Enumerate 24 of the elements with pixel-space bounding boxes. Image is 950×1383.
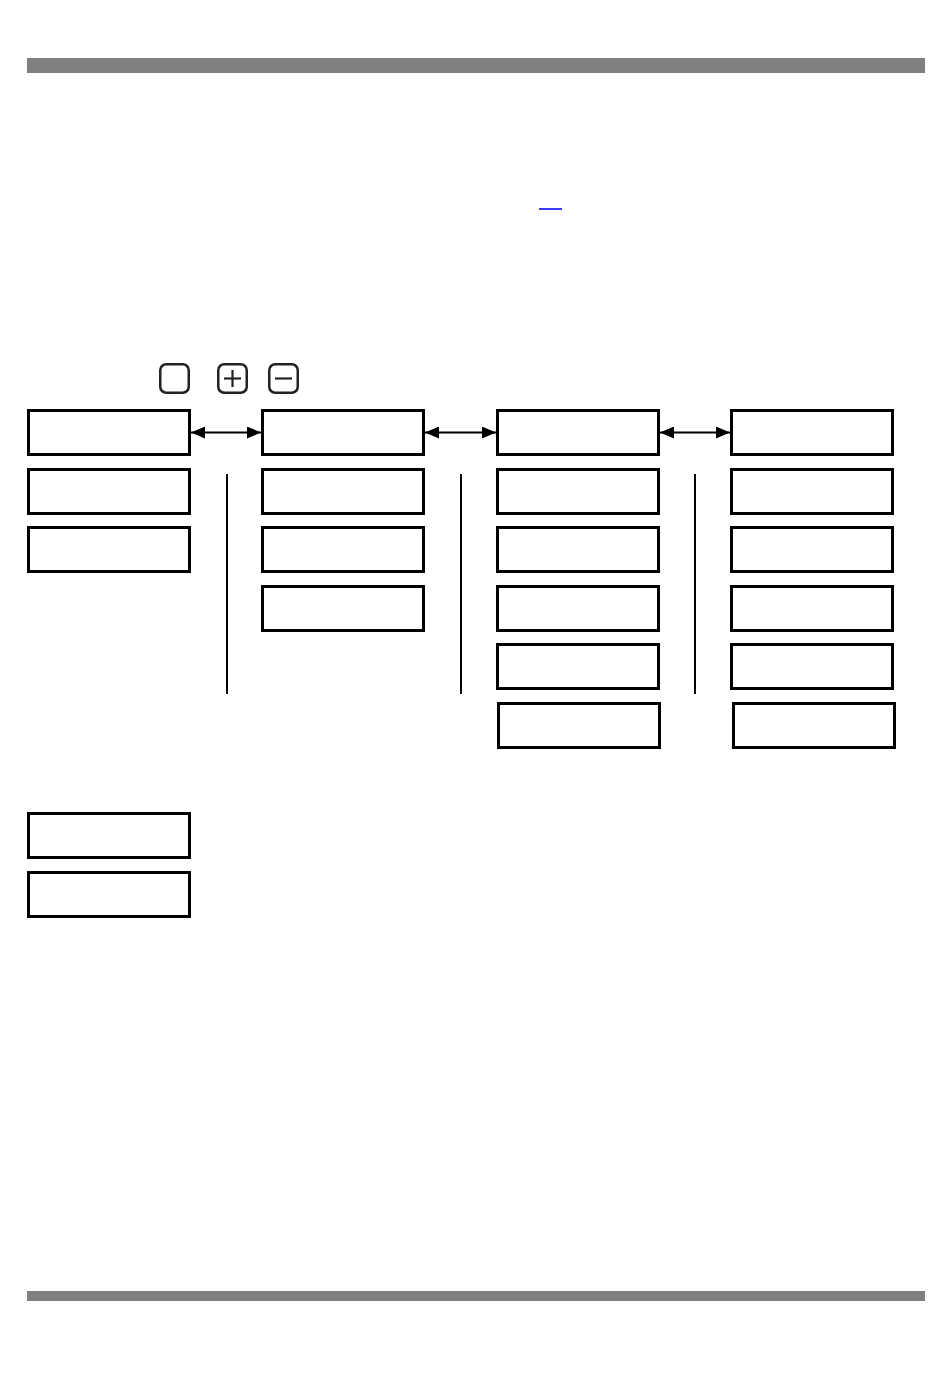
empty-box — [730, 468, 894, 515]
empty-box — [496, 468, 660, 515]
empty-box — [497, 702, 661, 749]
empty-box — [27, 409, 191, 456]
empty-box — [261, 409, 425, 456]
empty-box — [730, 585, 894, 632]
empty-box — [261, 468, 425, 515]
empty-box — [27, 812, 191, 859]
double-arrow — [424, 426, 497, 439]
empty-box — [496, 643, 660, 690]
empty-box — [27, 871, 191, 918]
empty-box — [496, 409, 660, 456]
double-arrow — [190, 426, 262, 439]
double-arrow — [659, 426, 731, 439]
empty-box — [496, 585, 660, 632]
empty-box — [730, 526, 894, 573]
empty-box — [730, 643, 894, 690]
empty-box — [496, 526, 660, 573]
empty-box — [261, 585, 425, 632]
empty-box — [732, 702, 896, 749]
empty-box — [261, 526, 425, 573]
empty-box — [730, 409, 894, 456]
empty-box — [27, 526, 191, 573]
empty-box — [27, 468, 191, 515]
